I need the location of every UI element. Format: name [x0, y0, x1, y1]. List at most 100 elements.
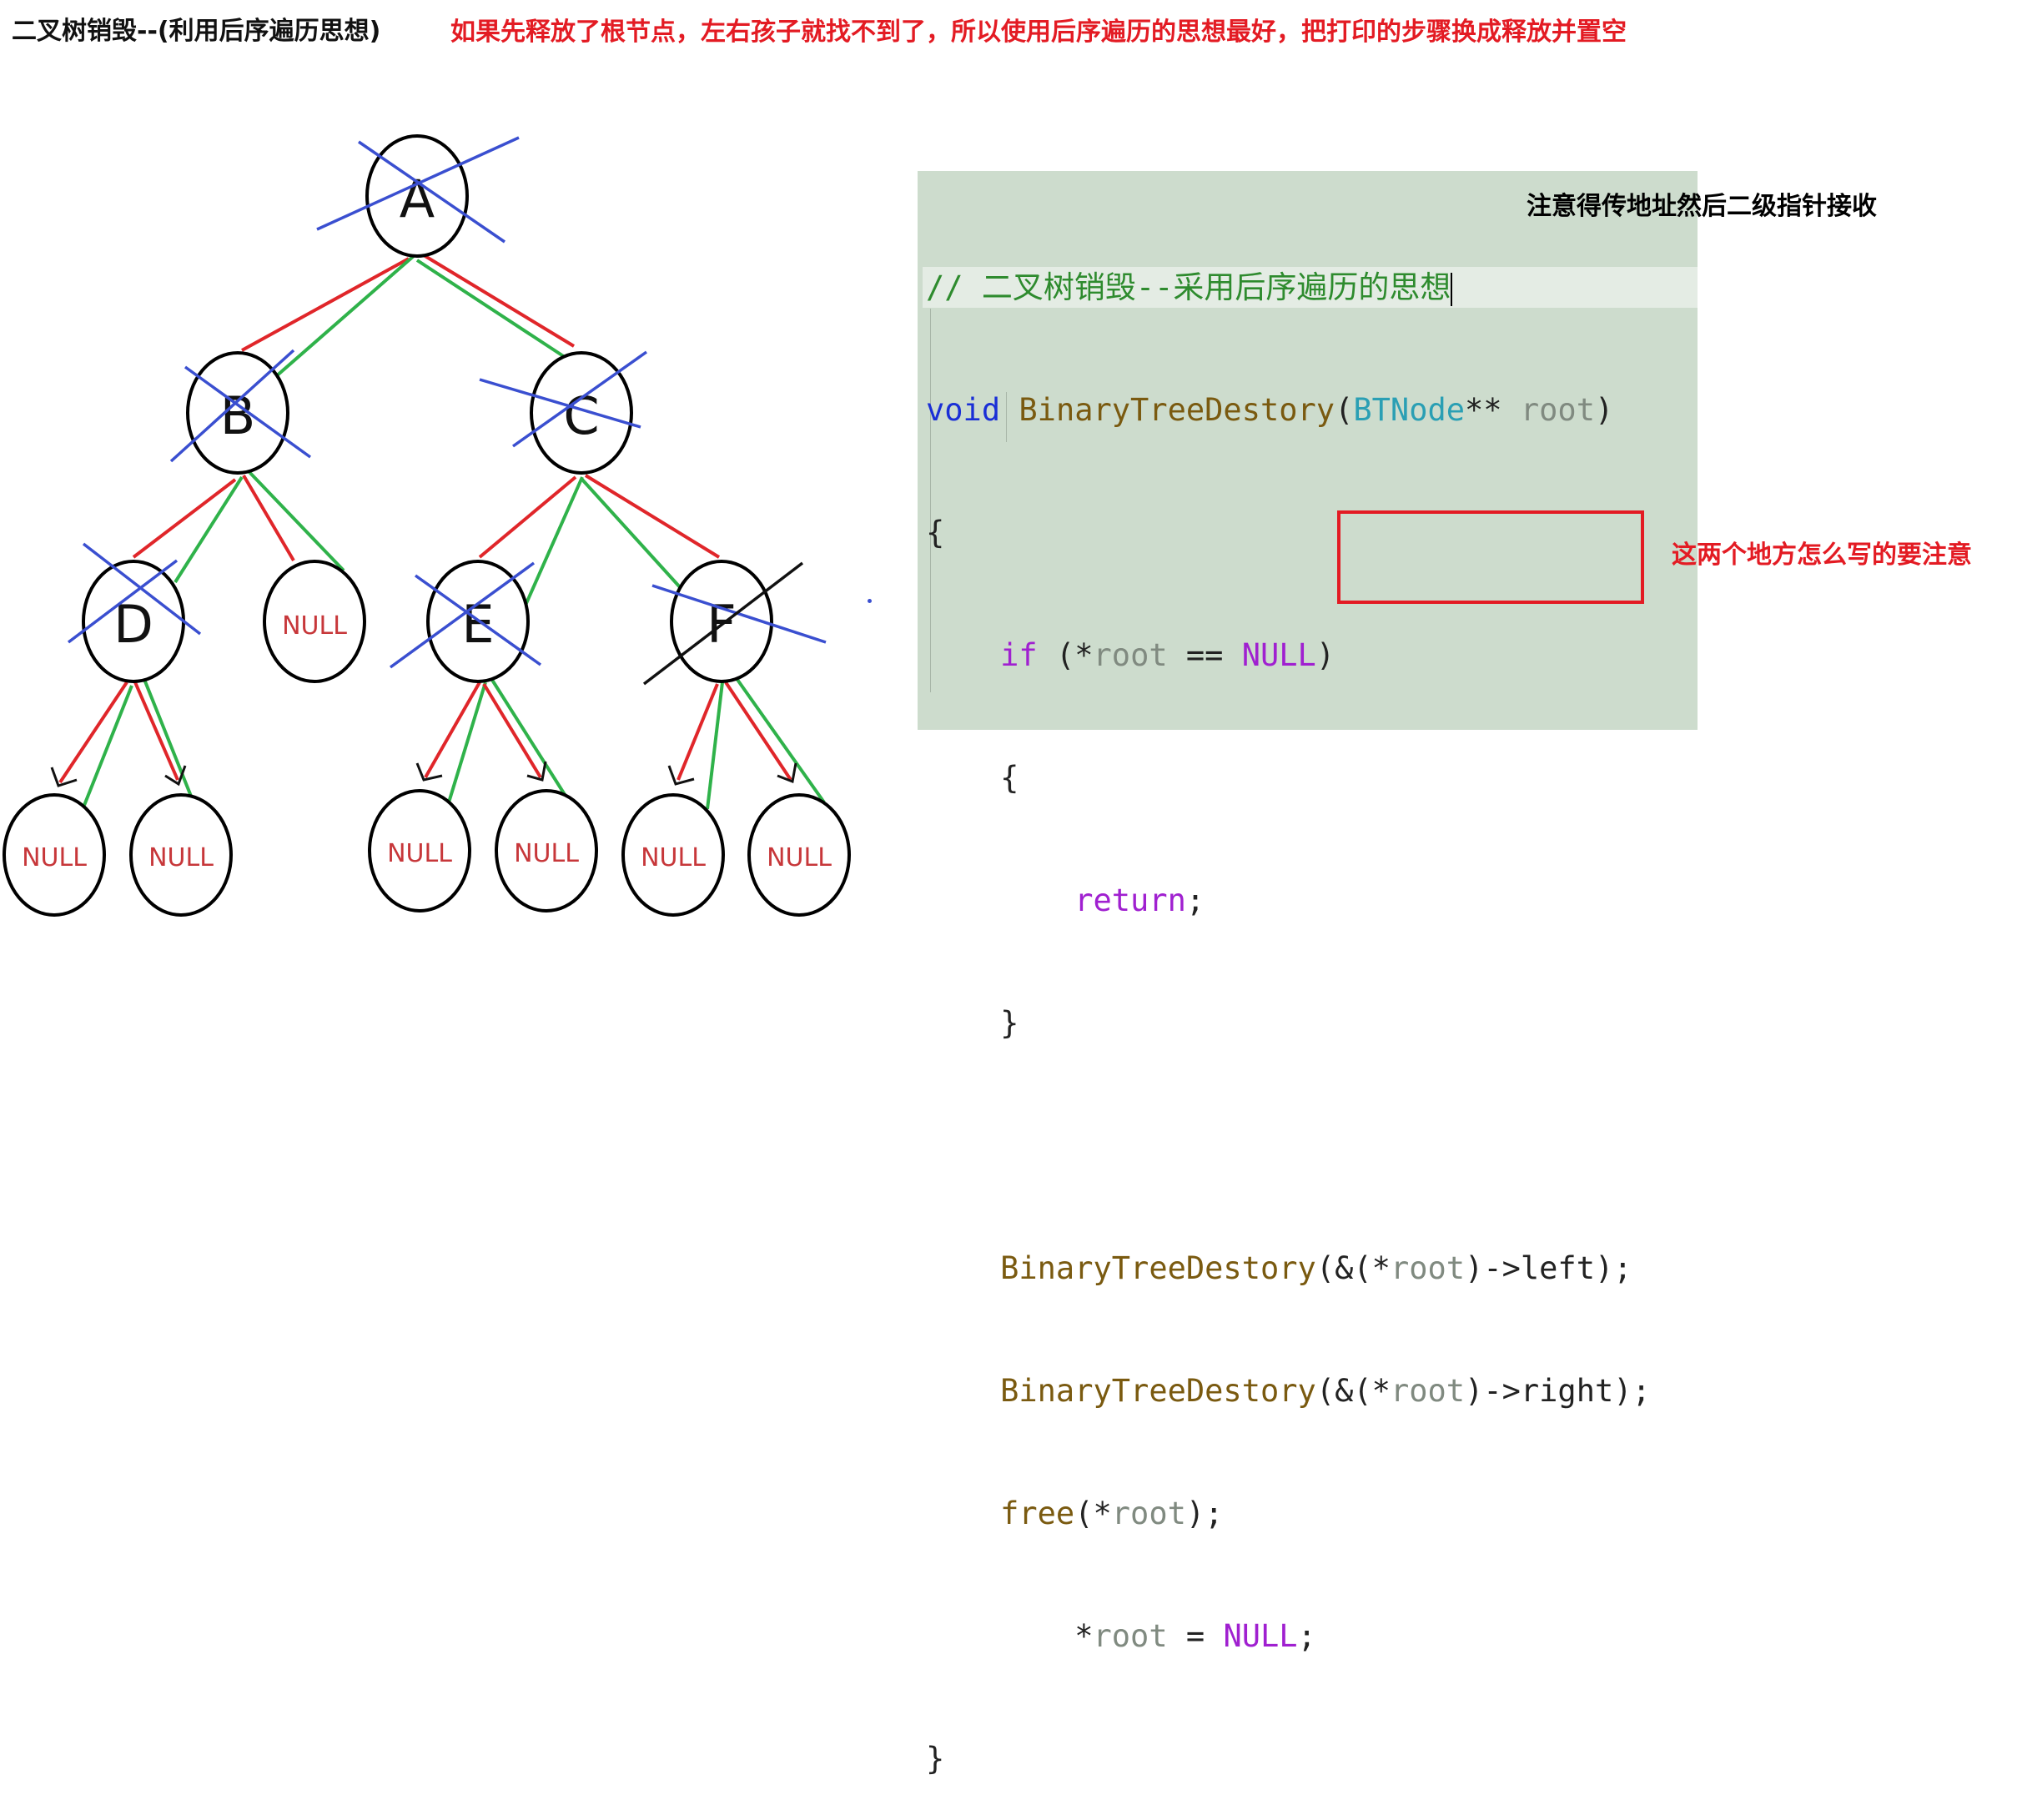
code-call-right-root: root — [1390, 1373, 1466, 1409]
node-b-null-circle — [263, 560, 366, 683]
code-call-right-star: * — [1371, 1373, 1391, 1409]
edge-e-null-right-red — [482, 682, 542, 779]
code-assign-null: NULL — [1223, 1618, 1298, 1654]
edge-b-d-green — [174, 475, 244, 584]
code-if-paren-open: ( — [1055, 637, 1075, 673]
node-c-label: C — [563, 385, 599, 446]
note-pass-address: 注意得传地址然后二级指针接收 — [1527, 192, 1877, 221]
node-f-null-right-circle — [747, 793, 851, 917]
code-call-left-end: ); — [1594, 1250, 1632, 1286]
code-free-root: root — [1111, 1496, 1186, 1531]
null-label-d-left: NULL — [22, 843, 87, 872]
edge-e-null-right-green — [489, 676, 576, 811]
code-line-if-brace-close: } — [926, 1003, 1698, 1043]
text-cursor — [1451, 272, 1453, 306]
edge-c-e-green — [522, 476, 584, 610]
code-return-semicolon: ; — [1185, 882, 1205, 918]
node-f-circle — [670, 560, 773, 683]
code-assign-semicolon: ; — [1297, 1618, 1316, 1654]
edge-d-null-right-red — [133, 681, 179, 781]
code-call-left-star: * — [1371, 1250, 1391, 1286]
code-free-end: ); — [1185, 1496, 1224, 1531]
tree-nodes — [3, 134, 851, 917]
code-call-left-paren: ( — [1315, 1250, 1335, 1286]
code-call-right-close: ) — [1465, 1373, 1484, 1409]
null-label-e-left: NULL — [387, 839, 452, 868]
cross-c-2 — [511, 350, 648, 448]
code-call-left-root: root — [1390, 1250, 1466, 1286]
node-e-null-right-circle — [495, 789, 598, 913]
cross-b-1 — [184, 365, 312, 459]
null-label-d-right: NULL — [148, 843, 214, 872]
code-line-return: return; — [926, 880, 1698, 921]
code-call-right-paren: ( — [1315, 1373, 1335, 1409]
node-c-circle — [530, 351, 633, 475]
code-block: // 二叉树销毁--采用后序遍历的思想 void BinaryTreeDesto… — [923, 185, 1698, 1820]
code-line-recurse-left: BinaryTreeDestory(&(*root)->left); — [926, 1248, 1698, 1289]
edge-c-e-red — [478, 475, 577, 559]
code-line-recurse-right: BinaryTreeDestory(&(*root)->right); — [926, 1370, 1698, 1411]
code-kw-if: if — [1000, 637, 1038, 673]
cross-b-2 — [169, 349, 295, 463]
code-paren-open: ( — [1335, 392, 1354, 428]
edge-arrowheads — [50, 761, 797, 787]
diagram-title: 二叉树销毁--(利用后序遍历思想) — [12, 17, 381, 46]
cross-a-2 — [316, 136, 520, 231]
code-line-assign-null: *root = NULL; — [926, 1616, 1698, 1657]
edge-b-null-green — [247, 470, 345, 572]
edge-a-b-green — [274, 254, 416, 379]
indent-guide-2 — [1006, 392, 1007, 442]
tree-edges — [58, 254, 826, 820]
node-b-circle — [186, 351, 289, 475]
code-call-left-amp: &( — [1335, 1250, 1372, 1286]
arrowhead-f-left — [667, 765, 695, 786]
null-label-f-right: NULL — [767, 843, 832, 872]
edge-b-d-red — [132, 478, 237, 559]
null-label-f-left: NULL — [641, 843, 706, 872]
edge-f-null-left-green — [706, 681, 724, 810]
code-paren-close: ) — [1594, 392, 1614, 428]
edge-d-null-left-green — [78, 685, 133, 817]
code-type-name: BTNode — [1353, 392, 1466, 428]
code-free-paren: ( — [1074, 1496, 1094, 1531]
null-label-e-right: NULL — [514, 839, 579, 868]
arrowhead-f-right — [777, 762, 797, 784]
code-line-if-brace-open: { — [926, 757, 1698, 798]
code-line-signature: void BinaryTreeDestory(BTNode** root) — [926, 390, 1698, 430]
code-if-root: root — [1093, 637, 1168, 673]
note-two-places: 这两个地方怎么写的要注意 — [1672, 540, 1972, 570]
edge-b-null-red — [242, 474, 295, 562]
cross-a-1 — [358, 140, 506, 244]
code-if-brace-close: } — [1000, 1005, 1019, 1041]
arrowhead-e-right — [526, 761, 547, 782]
node-e-null-left-circle — [368, 789, 471, 913]
code-line-free: free(*root); — [926, 1493, 1698, 1534]
cross-e-2 — [389, 561, 536, 669]
code-line-brace-close: } — [926, 1738, 1698, 1779]
cross-e-1 — [414, 574, 542, 666]
cross-f-2 — [642, 561, 804, 686]
arrowhead-d-left — [50, 767, 78, 787]
note-postorder-reason: 如果先释放了根节点，左右孩子就找不到了，所以使用后序遍历的思想最好，把打印的步骤… — [450, 18, 1627, 47]
node-f-null-left-circle — [621, 793, 725, 917]
edge-d-null-left-red — [58, 681, 128, 784]
node-d-null-left-circle — [3, 793, 106, 917]
code-assign-star: * — [1074, 1618, 1094, 1654]
code-call-right-func: BinaryTreeDestory — [1000, 1373, 1316, 1409]
edge-a-c-green — [415, 259, 571, 362]
edge-f-null-left-red — [677, 683, 719, 781]
code-call-left-func: BinaryTreeDestory — [1000, 1250, 1316, 1286]
code-call-right-end: ); — [1613, 1373, 1651, 1409]
edge-a-b-red — [241, 257, 410, 352]
null-label-b-right: NULL — [282, 611, 347, 641]
arrowhead-d-right — [164, 765, 187, 787]
edge-f-null-right-red — [724, 681, 792, 782]
code-call-left-close: ) — [1465, 1250, 1484, 1286]
code-func-name: BinaryTreeDestory — [1019, 392, 1335, 428]
code-line-comment: // 二叉树销毁--采用后序遍历的思想 — [923, 267, 1698, 308]
code-line-blank — [926, 1125, 1698, 1166]
indent-guide-1 — [930, 309, 931, 692]
code-brace-open: { — [926, 515, 945, 551]
edge-c-f-green — [581, 478, 682, 590]
binary-tree-diagram: A B C D E F NULL NULL NULL NULL NULL NUL… — [3, 134, 851, 917]
